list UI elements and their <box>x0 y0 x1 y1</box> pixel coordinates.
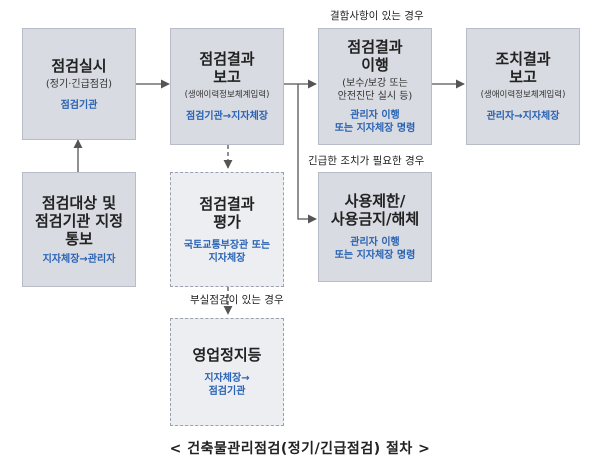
box-inspection: 점검실시 (정기·긴급점검) 점검기관 <box>22 28 136 140</box>
note-urgent: 긴급한 조치가 필요한 경우 <box>308 155 425 167</box>
note-poor: 부실점검이 있는 경우 <box>190 294 284 306</box>
box-designate-agent: 지자체장→관리자 <box>42 253 116 265</box>
box-action-agent: 관리자→지자체장 <box>486 111 560 122</box>
box-report-sub: (생애이력정보체계입력) <box>184 90 270 100</box>
box-restrict-title: 사용제한/사용금지/해체 <box>330 192 420 228</box>
box-report-agent: 점검기관→지자체장 <box>186 111 268 122</box>
box-inspection-agent: 점검기관 <box>60 99 98 111</box>
box-suspend: 영업정지등 지자체장→점검기관 <box>170 318 284 426</box>
diagram-caption: < 건축물관리점검(정기/긴급점검) 절차 > <box>169 441 431 457</box>
arrow-report-to-restrict <box>297 84 317 224</box>
box-suspend-agent: 지자체장→점검기관 <box>204 373 250 397</box>
box-suspend-title: 영업정지등 <box>192 346 262 364</box>
box-action-sub: (생애이력정보체계입력) <box>480 90 566 100</box>
box-inspection-title: 점검실시 <box>51 56 107 75</box>
note-defects: 결함사항이 있는 경우 <box>330 10 424 22</box>
box-inspection-sub: (정기·긴급점검) <box>45 78 113 90</box>
